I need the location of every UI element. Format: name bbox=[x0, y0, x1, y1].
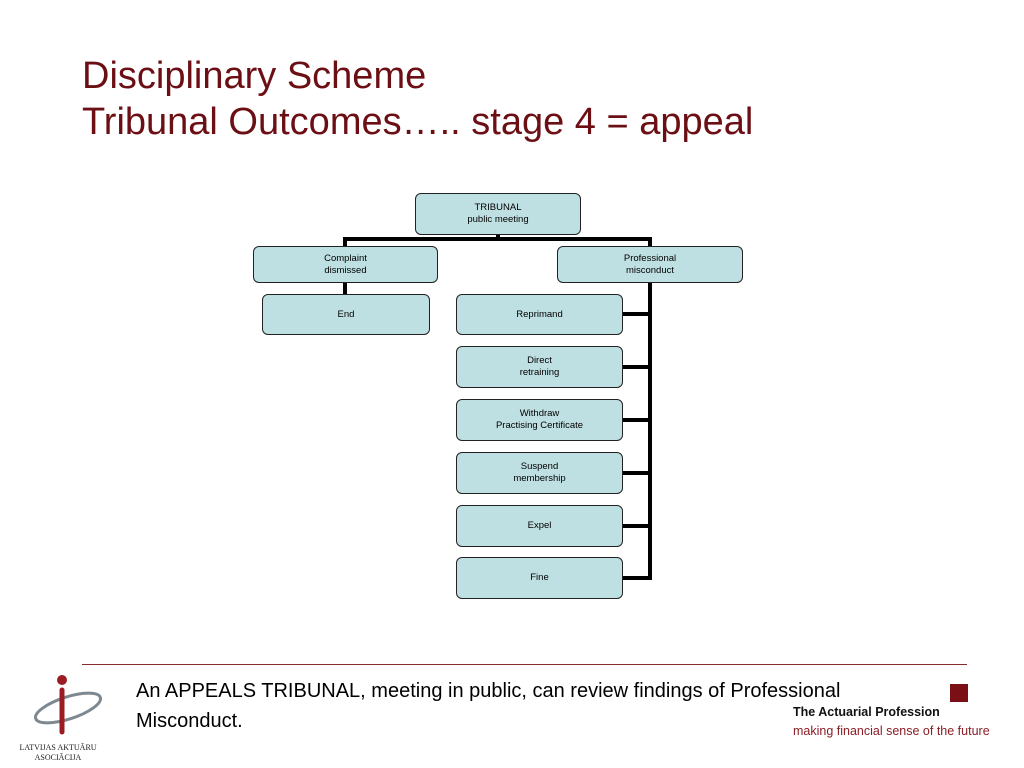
latvian-actuaries-logo-icon bbox=[33, 675, 103, 735]
footer-divider bbox=[82, 664, 967, 665]
connector-sanction-4 bbox=[622, 471, 652, 475]
actuarial-profession-tagline: making financial sense of the future bbox=[793, 724, 990, 738]
complaint-dismissed-box: Complaint dismissed bbox=[253, 246, 438, 283]
sanction-reprimand-box: Reprimand bbox=[456, 294, 623, 335]
actuarial-profession-square-icon bbox=[950, 684, 968, 702]
actuarial-profession-name: The Actuarial Profession bbox=[793, 705, 940, 719]
connector-horizontal-bar bbox=[343, 237, 652, 241]
title-line-1: Disciplinary Scheme bbox=[82, 55, 427, 97]
sanction-direct-retraining-box: Direct retraining bbox=[456, 346, 623, 388]
connector-sanction-3 bbox=[622, 418, 652, 422]
sanction-withdraw-certificate-box: Withdraw Practising Certificate bbox=[456, 399, 623, 441]
slide-title: Disciplinary Scheme Tribunal Outcomes…..… bbox=[82, 53, 753, 145]
connector-right-drop bbox=[648, 237, 652, 246]
connector-right-trunk bbox=[648, 282, 652, 580]
professional-misconduct-box: Professional misconduct bbox=[557, 246, 743, 283]
connector-sanction-6 bbox=[622, 576, 652, 580]
end-box: End bbox=[262, 294, 430, 335]
sanction-expel-box: Expel bbox=[456, 505, 623, 547]
connector-sanction-1 bbox=[622, 312, 652, 316]
footer-note: An APPEALS TRIBUNAL, meeting in public, … bbox=[136, 680, 841, 732]
latvian-actuaries-name: LATVIJAS AKTUĀRU ASOCIĀCIJA bbox=[19, 743, 97, 762]
title-line-2: Tribunal Outcomes….. stage 4 = appeal bbox=[82, 101, 754, 143]
connector-sanction-2 bbox=[622, 365, 652, 369]
tribunal-box: TRIBUNAL public meeting bbox=[415, 193, 581, 235]
sanction-suspend-membership-box: Suspend membership bbox=[456, 452, 623, 494]
connector-sanction-5 bbox=[622, 524, 652, 528]
sanction-fine-box: Fine bbox=[456, 557, 623, 599]
connector-left-down bbox=[343, 282, 347, 294]
connector-left-drop bbox=[343, 237, 347, 246]
